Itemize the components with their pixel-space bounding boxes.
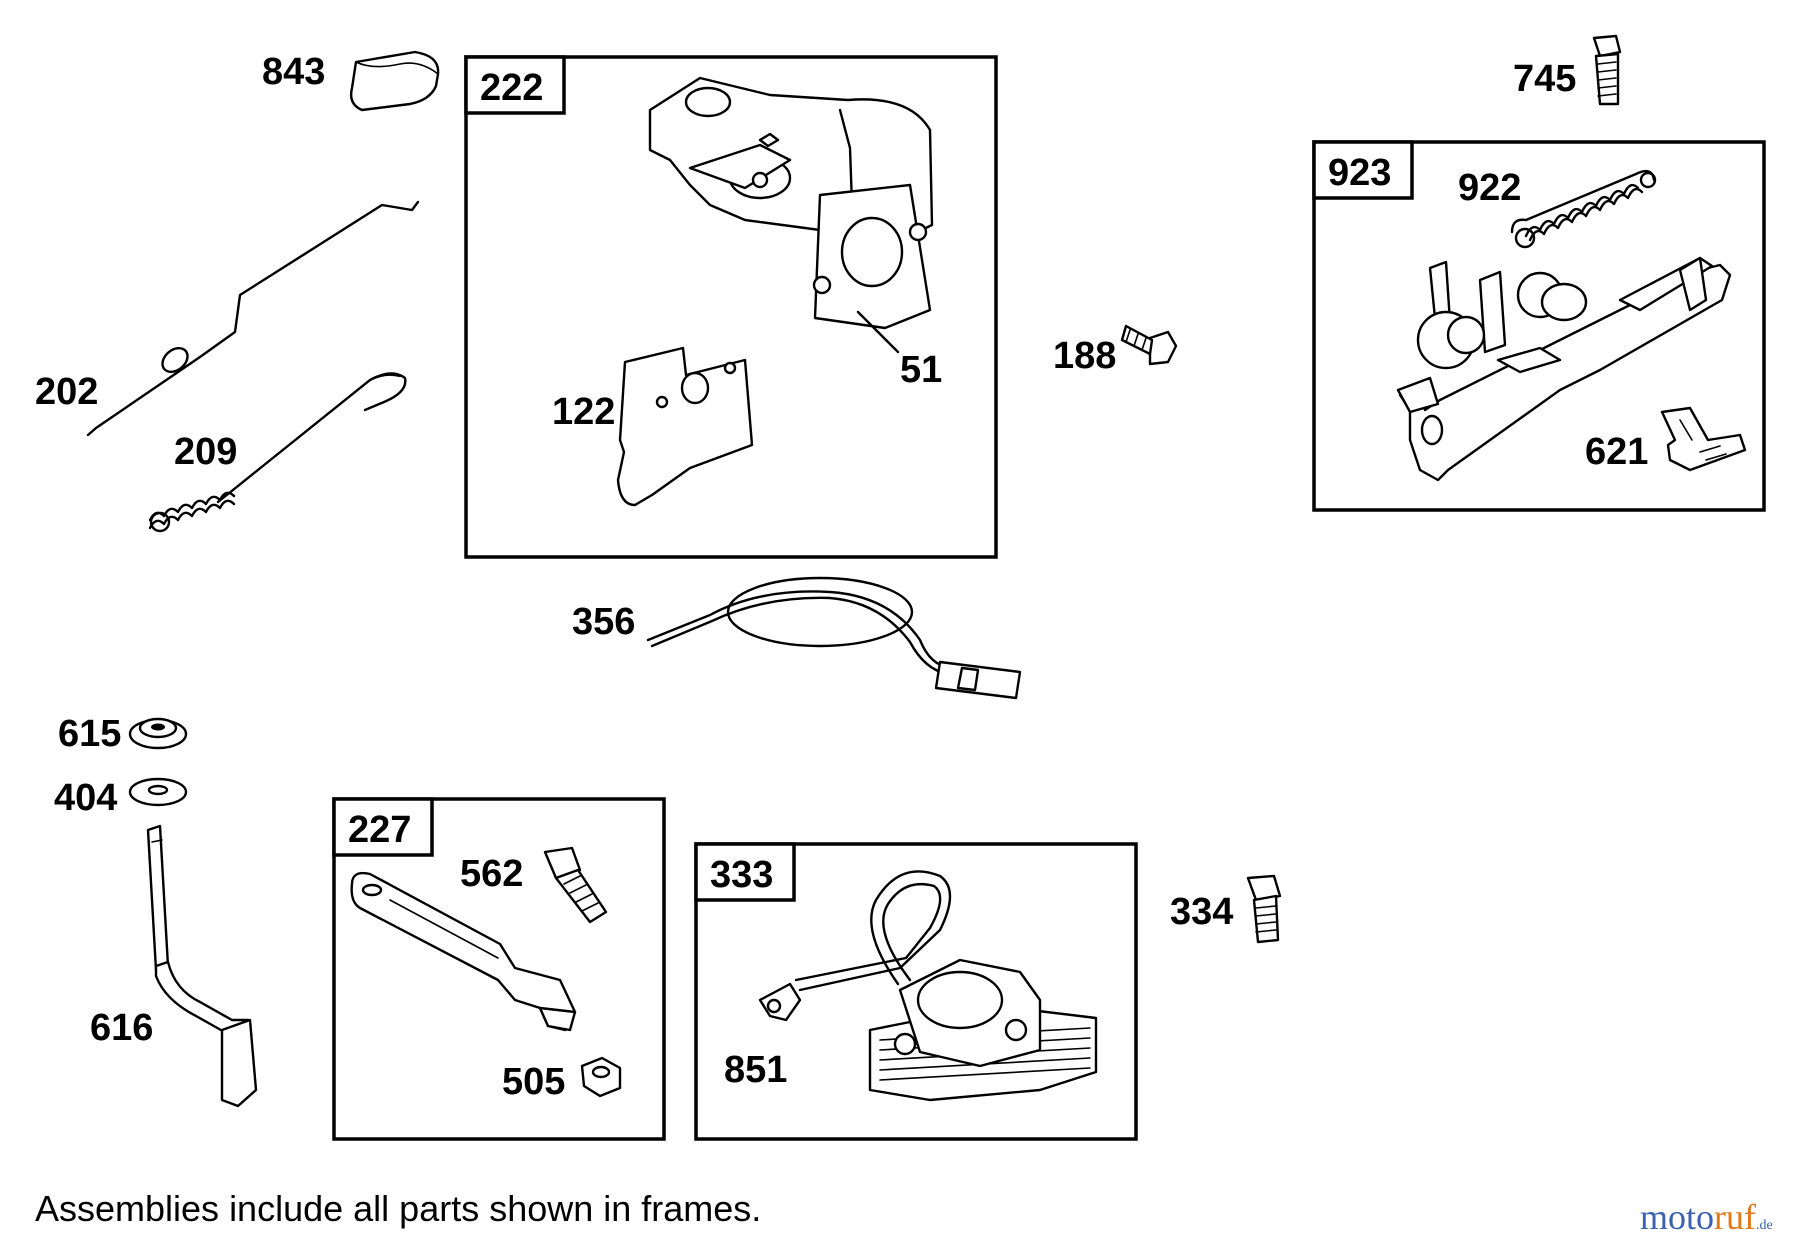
- part-188-screw[interactable]: [1120, 324, 1178, 366]
- part-616-governor-shaft[interactable]: [146, 824, 258, 1108]
- watermark-logo: motoruf.de: [1640, 1196, 1773, 1238]
- part-923-control-assembly[interactable]: [1396, 256, 1732, 482]
- part-202-governor-link[interactable]: [86, 200, 420, 437]
- label-209[interactable]: 209: [174, 431, 237, 473]
- part-843-sleeve[interactable]: [349, 50, 440, 112]
- label-227[interactable]: 227: [348, 809, 411, 851]
- part-922-spring[interactable]: [1510, 169, 1657, 249]
- part-222-bracket-assembly[interactable]: [648, 76, 934, 354]
- part-209-governor-spring[interactable]: [148, 372, 407, 533]
- label-333[interactable]: 333: [710, 854, 773, 896]
- label-334[interactable]: 334: [1170, 891, 1233, 933]
- part-562-screw[interactable]: [543, 846, 608, 924]
- frame-222: 222: [464, 55, 998, 559]
- label-616[interactable]: 616: [90, 1007, 153, 1049]
- part-505-nut[interactable]: [580, 1056, 622, 1098]
- label-922[interactable]: 922: [1458, 167, 1521, 209]
- part-356-wire-lead[interactable]: [646, 576, 1022, 700]
- part-227-control-lever[interactable]: [350, 871, 577, 1032]
- watermark-accent: ruf: [1714, 1197, 1756, 1237]
- label-188[interactable]: 188: [1053, 335, 1116, 377]
- frame-923: 923: [1312, 140, 1766, 512]
- label-615[interactable]: 615: [58, 713, 121, 755]
- label-122[interactable]: 122: [552, 391, 615, 433]
- label-562[interactable]: 562: [460, 853, 523, 895]
- watermark-main: moto: [1640, 1197, 1715, 1237]
- label-222[interactable]: 222: [480, 67, 543, 109]
- label-505[interactable]: 505: [502, 1061, 565, 1103]
- frame-333: 333: [694, 842, 1138, 1141]
- part-745-bolt[interactable]: [1592, 34, 1622, 106]
- footnote: Assemblies include all parts shown in fr…: [35, 1188, 762, 1229]
- label-843[interactable]: 843: [262, 51, 325, 93]
- label-404[interactable]: 404: [54, 777, 117, 819]
- part-404-flat-washer[interactable]: [128, 777, 188, 807]
- label-923[interactable]: 923: [1328, 152, 1391, 194]
- label-851[interactable]: 851: [724, 1049, 787, 1091]
- part-615-washer[interactable]: [128, 717, 188, 750]
- label-621[interactable]: 621: [1585, 431, 1648, 473]
- frame-227: 227: [332, 797, 666, 1141]
- part-621-clip[interactable]: [1660, 406, 1747, 472]
- label-202[interactable]: 202: [35, 371, 98, 413]
- label-51[interactable]: 51: [900, 349, 942, 391]
- part-334-bolt[interactable]: [1246, 874, 1282, 944]
- watermark-suffix: .de: [1756, 1218, 1773, 1233]
- part-122-plate[interactable]: [616, 346, 754, 507]
- label-745[interactable]: 745: [1513, 58, 1576, 100]
- part-333-armature[interactable]: [758, 870, 1098, 1102]
- label-356[interactable]: 356: [572, 601, 635, 643]
